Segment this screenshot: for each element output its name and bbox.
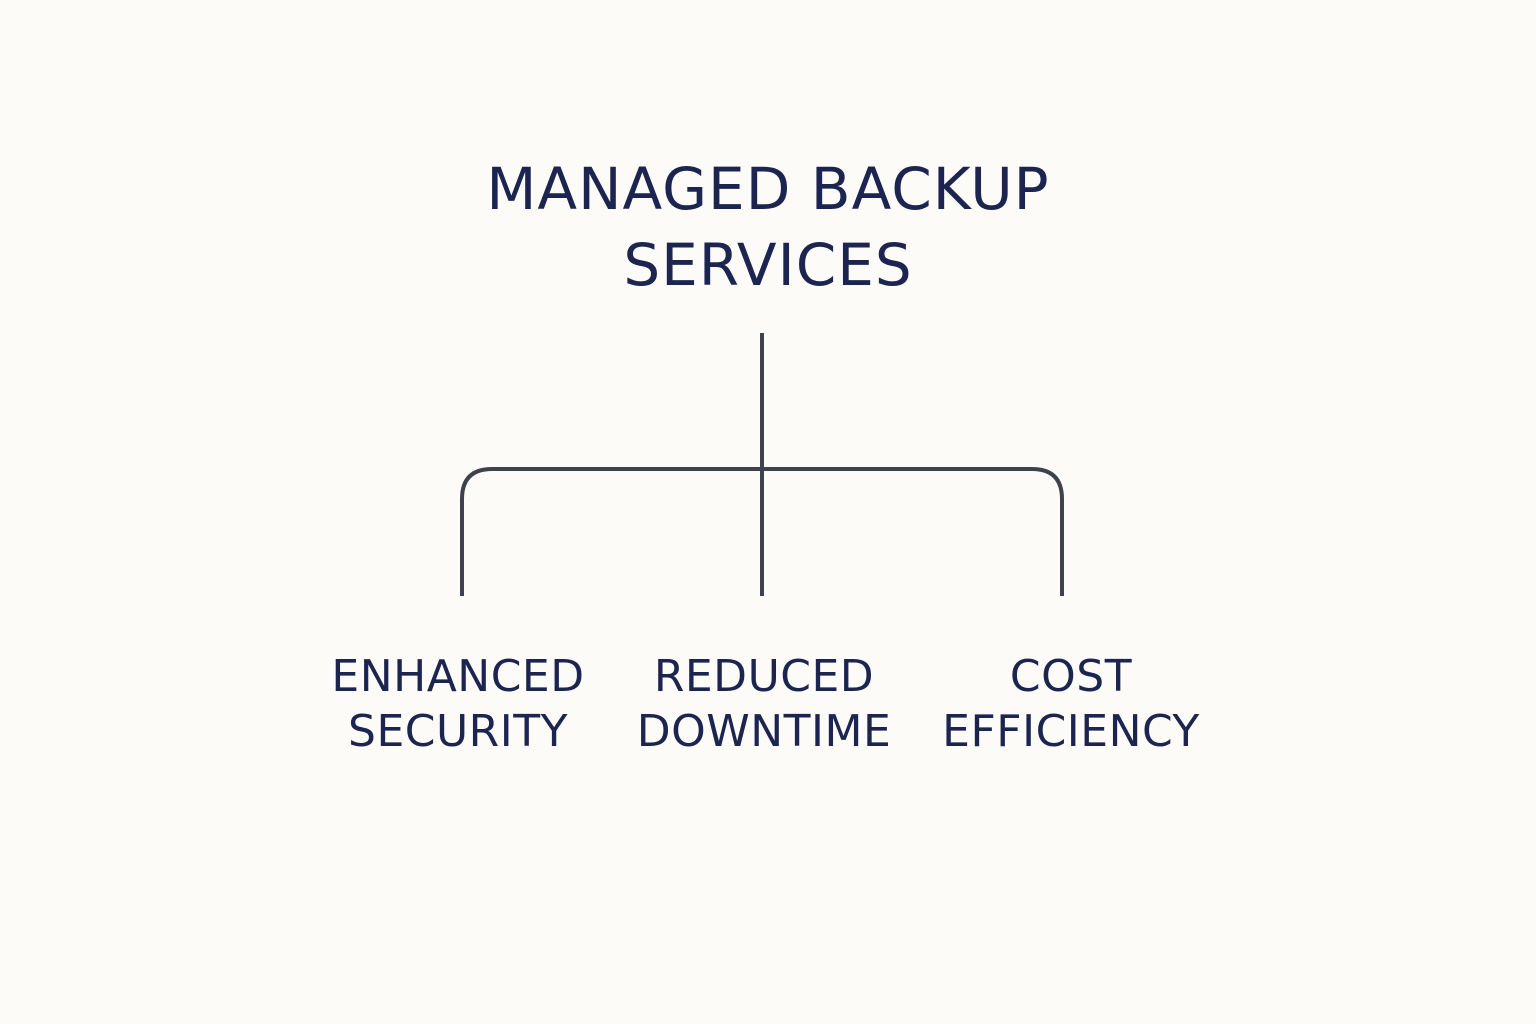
branch-line-2: SECURITY bbox=[348, 706, 568, 757]
branch-line-1: REDUCED bbox=[653, 651, 875, 702]
diagram-title: MANAGED BACKUP SERVICES bbox=[368, 151, 1168, 303]
branch-cost-efficiency: COST EFFICIENCY bbox=[906, 649, 1236, 759]
branch-line-2: DOWNTIME bbox=[636, 706, 892, 757]
branch-reduced-downtime: REDUCED DOWNTIME bbox=[599, 649, 929, 759]
branch-enhanced-security: ENHANCED SECURITY bbox=[293, 649, 623, 759]
title-line-1: MANAGED BACKUP bbox=[486, 155, 1050, 223]
horizontal-bar-line bbox=[460, 467, 1064, 596]
branch-line-1: COST bbox=[1009, 651, 1133, 702]
branch-line-1: ENHANCED bbox=[331, 651, 585, 702]
branch-line-2: EFFICIENCY bbox=[942, 706, 1200, 757]
title-line-2: SERVICES bbox=[623, 231, 913, 299]
